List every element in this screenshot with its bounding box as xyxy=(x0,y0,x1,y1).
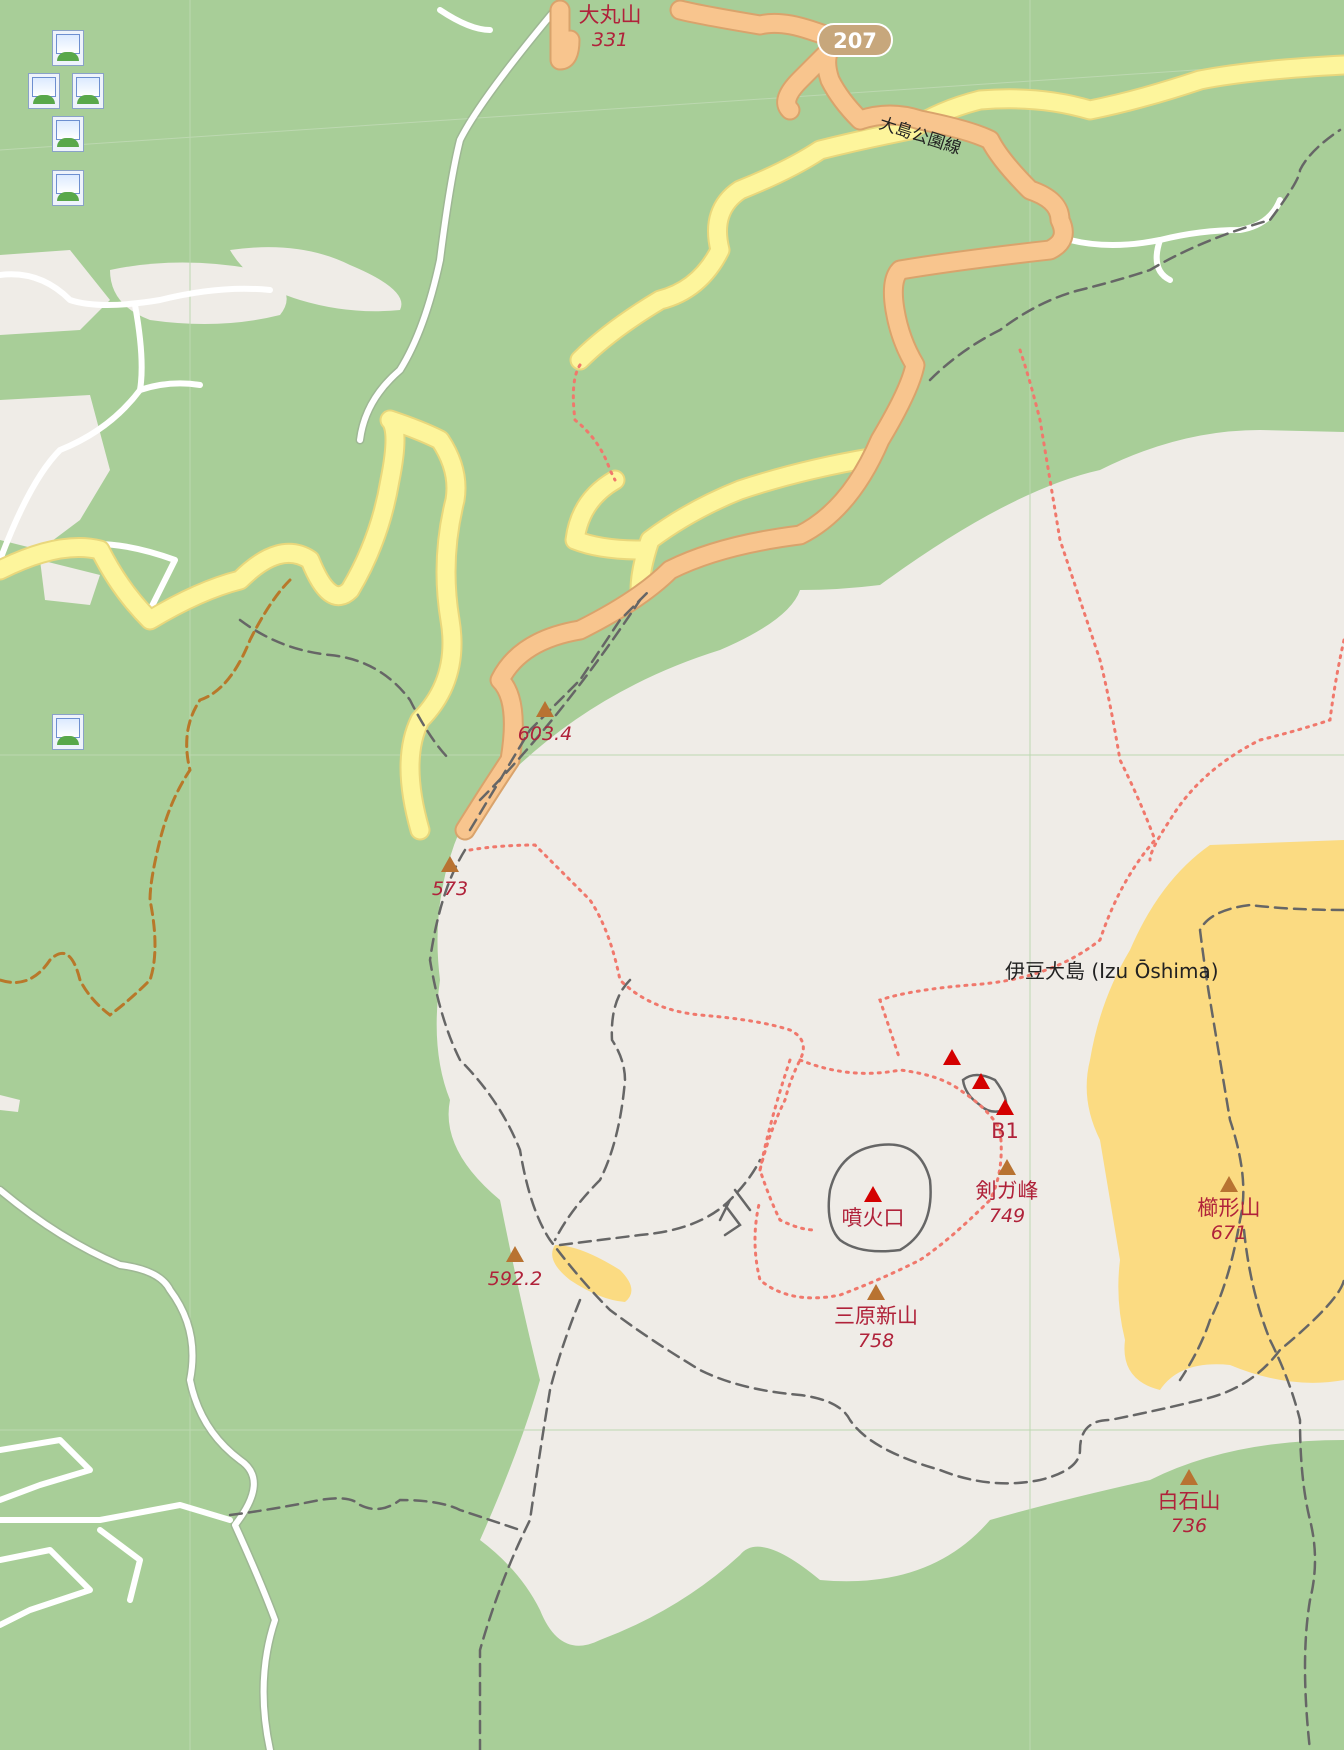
peak-icon xyxy=(506,1246,524,1262)
peak-icon xyxy=(867,1284,885,1300)
route-shield: 207 xyxy=(817,23,893,57)
broken-image-icon xyxy=(52,30,84,66)
broken-image-icon xyxy=(72,73,104,109)
peak-name-label: 三原新山 xyxy=(834,1304,918,1328)
peak-elevation-label: 573 xyxy=(432,878,468,900)
peak-name-label: 櫛形山 xyxy=(1198,1196,1261,1220)
peak-icon xyxy=(441,856,459,872)
bridleway xyxy=(0,578,292,1017)
secondary-road xyxy=(0,56,1344,839)
peak-icon xyxy=(536,701,554,717)
peak-name-label: 剣ガ峰 xyxy=(976,1179,1039,1203)
broken-image-icon xyxy=(52,170,84,206)
volcano-name-label: 噴火口 xyxy=(842,1206,905,1230)
bare-rock-area xyxy=(436,430,1344,1646)
volcano-icon xyxy=(996,1099,1014,1115)
volcano-layer: 噴火口 B1 xyxy=(842,1049,1019,1230)
peak-elevation-label: 749 xyxy=(989,1205,1025,1227)
footpath xyxy=(468,348,1344,1300)
track xyxy=(228,128,1344,1750)
peak-elevation-label: 331 xyxy=(592,29,628,51)
peak-name-label: 大丸山 xyxy=(579,3,642,27)
peak-elevation-label: 603.4 xyxy=(518,723,572,745)
volcano-icon xyxy=(864,1186,882,1202)
crater-rim xyxy=(718,1073,1008,1253)
peak-icon xyxy=(1220,1176,1238,1192)
peak-elevation-label: 758 xyxy=(858,1330,894,1352)
peak-elevation-label: 736 xyxy=(1171,1515,1207,1537)
peak-icon xyxy=(1180,1469,1198,1485)
peak-elevation-label: 671 xyxy=(1211,1222,1247,1244)
volcano-icon xyxy=(972,1073,990,1089)
broken-image-icon xyxy=(28,73,60,109)
scrub-area xyxy=(1086,840,1344,1390)
volcano-icon xyxy=(943,1049,961,1065)
peak-icon xyxy=(998,1159,1016,1175)
island-label: 伊豆大島 (Izu Ōshima) xyxy=(1005,959,1219,983)
peak-elevation-label: 592.2 xyxy=(488,1268,542,1290)
broken-image-icon xyxy=(52,714,84,750)
scrub-area xyxy=(552,1245,632,1302)
route-shield-label: 207 xyxy=(833,29,877,53)
residential-area xyxy=(0,247,402,1112)
volcano-name-label: B1 xyxy=(991,1119,1019,1143)
peak-name-label: 白石山 xyxy=(1158,1489,1221,1513)
broken-image-icon xyxy=(52,116,84,152)
